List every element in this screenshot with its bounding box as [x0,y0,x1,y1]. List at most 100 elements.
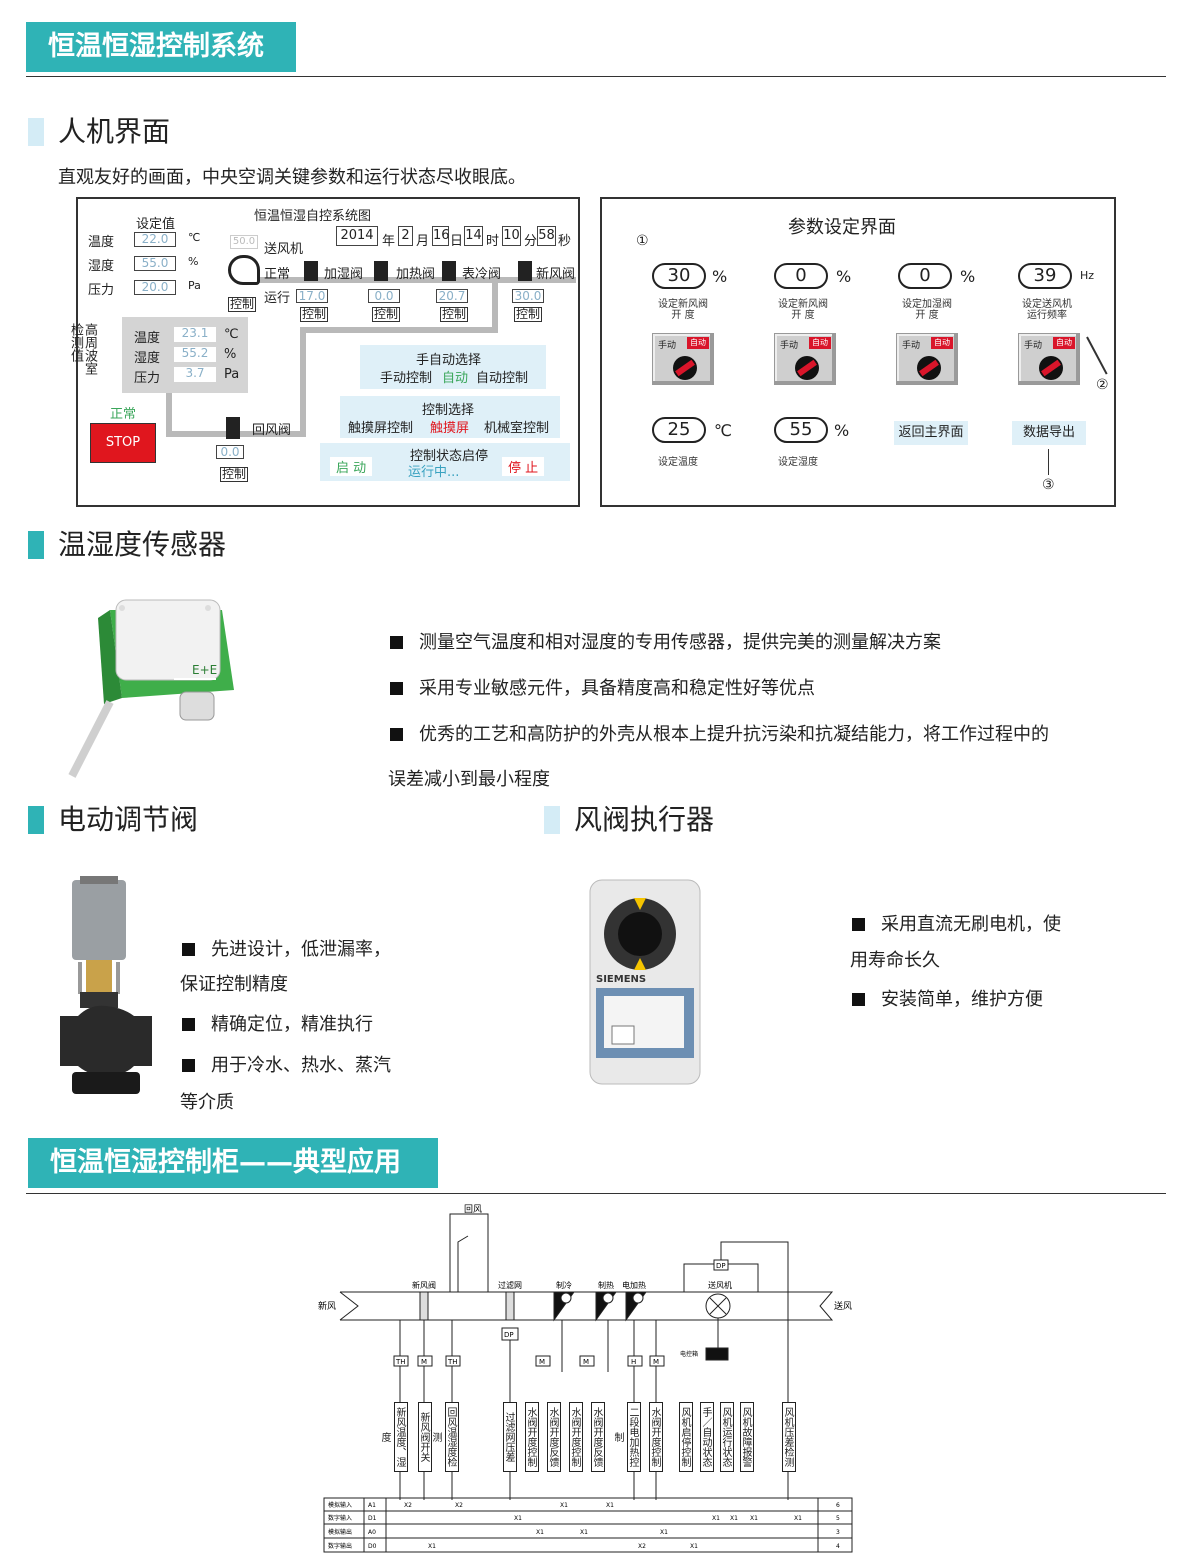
marker-2: ② [1096,377,1109,393]
signal-11: 风机启停控制 [679,1402,693,1472]
setpoint-hum-value[interactable]: 55.0 [134,256,176,271]
application-title: 恒温恒湿控制柜——典型应用 [28,1138,438,1188]
temp-setpoint[interactable]: 25 [652,417,706,443]
mode-knob-4[interactable]: 手动自动 [1018,333,1080,385]
diagram-title: 恒温恒湿自控系统图 [254,209,372,224]
valve-cool-value[interactable]: 20.7 [436,289,468,303]
touch-control-button[interactable]: 触摸屏控制 [348,421,414,436]
valve-humidify-value[interactable]: 17.0 [296,289,328,303]
marker-3-leader [1048,449,1049,475]
fan-status-running: 运行 [264,291,291,306]
signal-5: 水阀开度控制 [525,1402,539,1472]
valve-bullet-2-text: 精确定位，精准执行 [211,1014,373,1035]
heading-bar [28,531,44,559]
status-normal: 正常 [110,407,137,422]
fan-control-button[interactable]: 控制 [228,297,256,312]
mode-current: 自动 [442,371,469,386]
valve-humidify-control[interactable]: 控制 [300,307,328,322]
io-x1-11: X1 [750,1515,758,1522]
start-button[interactable]: 启 动 [330,457,373,476]
label-m-2: M [539,1358,545,1366]
valve-heat-value[interactable]: 0.0 [368,289,400,303]
bullet-square-icon [390,636,403,649]
param-humidify-valve[interactable]: 0 [898,263,952,289]
mode-knob-1[interactable]: 手动自动 [652,333,714,385]
sensor-bullet-3: 优秀的工艺和高防护的外壳从根本上提升抗污染和抗凝结能力，将工作过程中的 [390,720,1049,746]
stop-button[interactable]: STOP [90,423,156,463]
io-row-3-num: 3 [836,1529,840,1536]
valve-bullet-2: 精确定位，精准执行 [182,1010,373,1036]
valve-fresh-value[interactable]: 30.0 [512,289,544,303]
mode-knob-2[interactable]: 手动自动 [774,333,836,385]
setpoint-temp-value[interactable]: 22.0 [134,232,176,247]
actuator-bullet-2-text: 安装简单，维护方便 [881,989,1043,1010]
setpoint-hum-label: 湿度 [88,259,115,274]
mode-auto-button[interactable]: 自动控制 [476,371,529,386]
mode-manual-button[interactable]: 手动控制 [380,371,433,386]
signal-8: 水阀开度反馈 [591,1402,605,1472]
bullet-square-icon [852,918,865,931]
signal-9: 二段电加热控制 [612,1402,641,1472]
pipe-mid [300,327,498,333]
pipe-return-up [166,389,172,437]
damper-actuator-image: SIEMENS [589,879,701,1085]
signal-7: 水阀开度控制 [569,1402,583,1472]
heading-bar [544,806,560,834]
fresh-valve-icon [518,261,532,281]
param-fan-frequency[interactable]: 39 [1018,263,1072,289]
detect-press-label: 压力 [134,371,161,386]
hum-setpoint[interactable]: 55 [774,417,828,443]
stop-cn-button[interactable]: 停 止 [502,457,545,476]
io-row-1-num: 6 [836,1502,840,1509]
io-x2-1: X2 [404,1502,412,1509]
electric-valve-image [60,876,152,1094]
actuator-bullet-1-cont: 用寿命长久 [850,950,940,971]
actuator-bullet-2: 安装简单，维护方便 [852,985,1043,1011]
temp-caption: 设定温度 [658,457,698,468]
detect-title: 高周波室检测值 [68,323,97,375]
valve-heading-text: 电动调节阀 [58,803,199,836]
valve-bullet-1: 先进设计，低泄漏率， [182,935,391,961]
io-x1-10: X1 [730,1515,738,1522]
signal-14: 风机故障报警 [740,1402,754,1472]
setpoint-press-unit: Pa [188,279,201,292]
bullet-square-icon [182,943,195,956]
dial-icon [917,356,941,380]
valve-cool-control[interactable]: 控制 [440,307,468,322]
export-data-button[interactable]: 数据导出 [1012,421,1086,445]
fan-icon [228,255,260,285]
valve-heading: 电动调节阀 [28,804,198,836]
return-valve-value[interactable]: 0.0 [216,445,244,459]
io-row-4-name: 数字输出 [328,1542,352,1550]
knob-manual-label: 手动 [1024,341,1043,351]
io-x1-12: X1 [794,1515,802,1522]
setpoint-press-label: 压力 [88,283,115,298]
signal-2: 新风阀开关 [418,1402,432,1472]
detect-press-value: 3.7 [174,367,216,382]
label-inverter: 电控箱 [680,1350,698,1358]
return-valve-control[interactable]: 控制 [220,467,248,482]
sensor-bullet-1-text: 测量空气温度和相对湿度的专用传感器，提供完美的测量解决方案 [419,632,941,653]
param-fresh-damper-1[interactable]: 30 [652,263,706,289]
label-return-air: 回风 [464,1204,482,1215]
setpoint-press-value[interactable]: 20.0 [134,280,176,295]
back-home-button[interactable]: 返回主界面 [894,421,968,445]
datetime-minute-unit: 分 [524,234,538,249]
io-x1-4: X1 [536,1529,544,1536]
param-panel-title: 参数设定界面 [788,217,896,238]
io-row-4-num: 4 [836,1543,840,1550]
valve-bullet-1-cont: 保证控制精度 [180,974,288,995]
control-select-box: 控制选择 触摸屏控制 触摸屏 机械室控制 [340,396,560,438]
detect-temp-unit: ℃ [224,327,239,342]
pipe-supply [256,277,576,283]
sensor-bullet-3-cont: 误差减小到最小程度 [388,769,550,790]
valve-fresh-label: 新风阀 [536,267,576,282]
sensor-brand: E+E [192,663,217,677]
mode-knob-3[interactable]: 手动自动 [896,333,958,385]
label-filter: 过滤网 [498,1280,522,1290]
valve-fresh-control[interactable]: 控制 [514,307,542,322]
valve-heat-control[interactable]: 控制 [372,307,400,322]
param-fresh-damper-2[interactable]: 0 [774,263,828,289]
machine-control-button[interactable]: 机械室控制 [484,421,550,436]
humidity-sensor-image: E+E [68,599,234,778]
